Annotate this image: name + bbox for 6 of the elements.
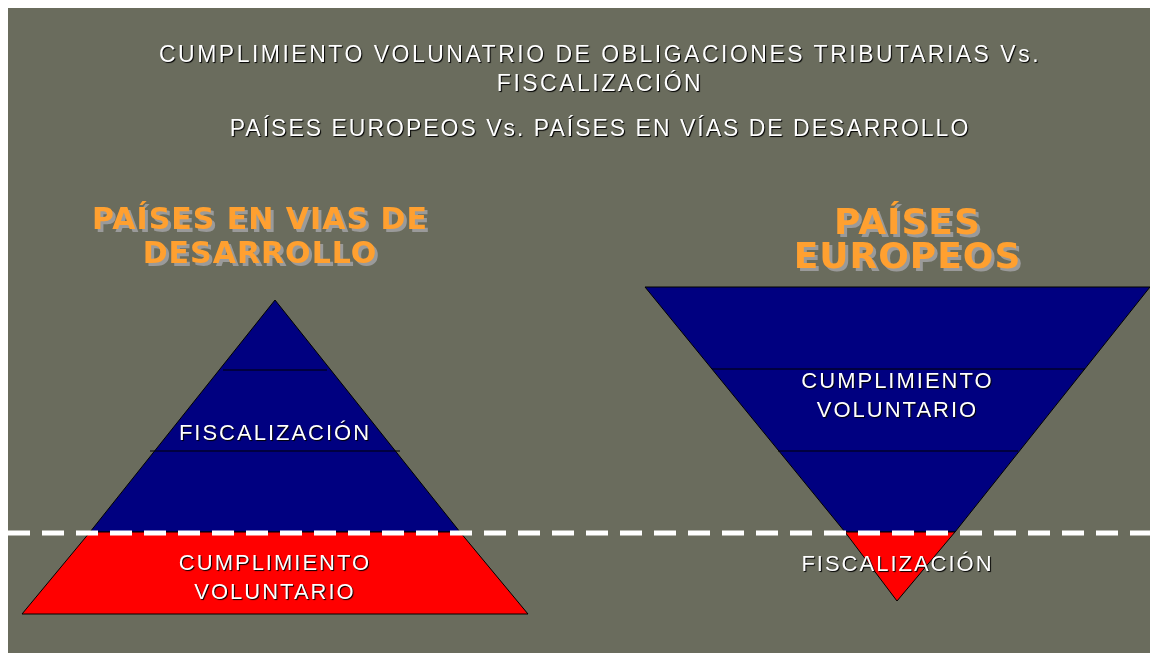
section-label: CUMPLIMIENTO VOLUNTARIO	[177, 549, 373, 606]
title: CUMPLIMIENTO VOLUNATRIO DE OBLIGACIONES TRIBUTARIAS Vs. FISCALIZACIÓN	[157, 40, 1043, 98]
pyramid-heading: PAÍSES EN VIAS DE DESARROLLO	[91, 202, 429, 270]
section-label: CUMPLIMIENTO VOLUNTARIO	[800, 367, 995, 424]
section-label: FISCALIZACIÓN	[177, 419, 373, 447]
subtitle: PAÍSES EUROPEOS Vs. PAÍSES EN VÍAS DE DESARROLLO	[228, 114, 972, 143]
